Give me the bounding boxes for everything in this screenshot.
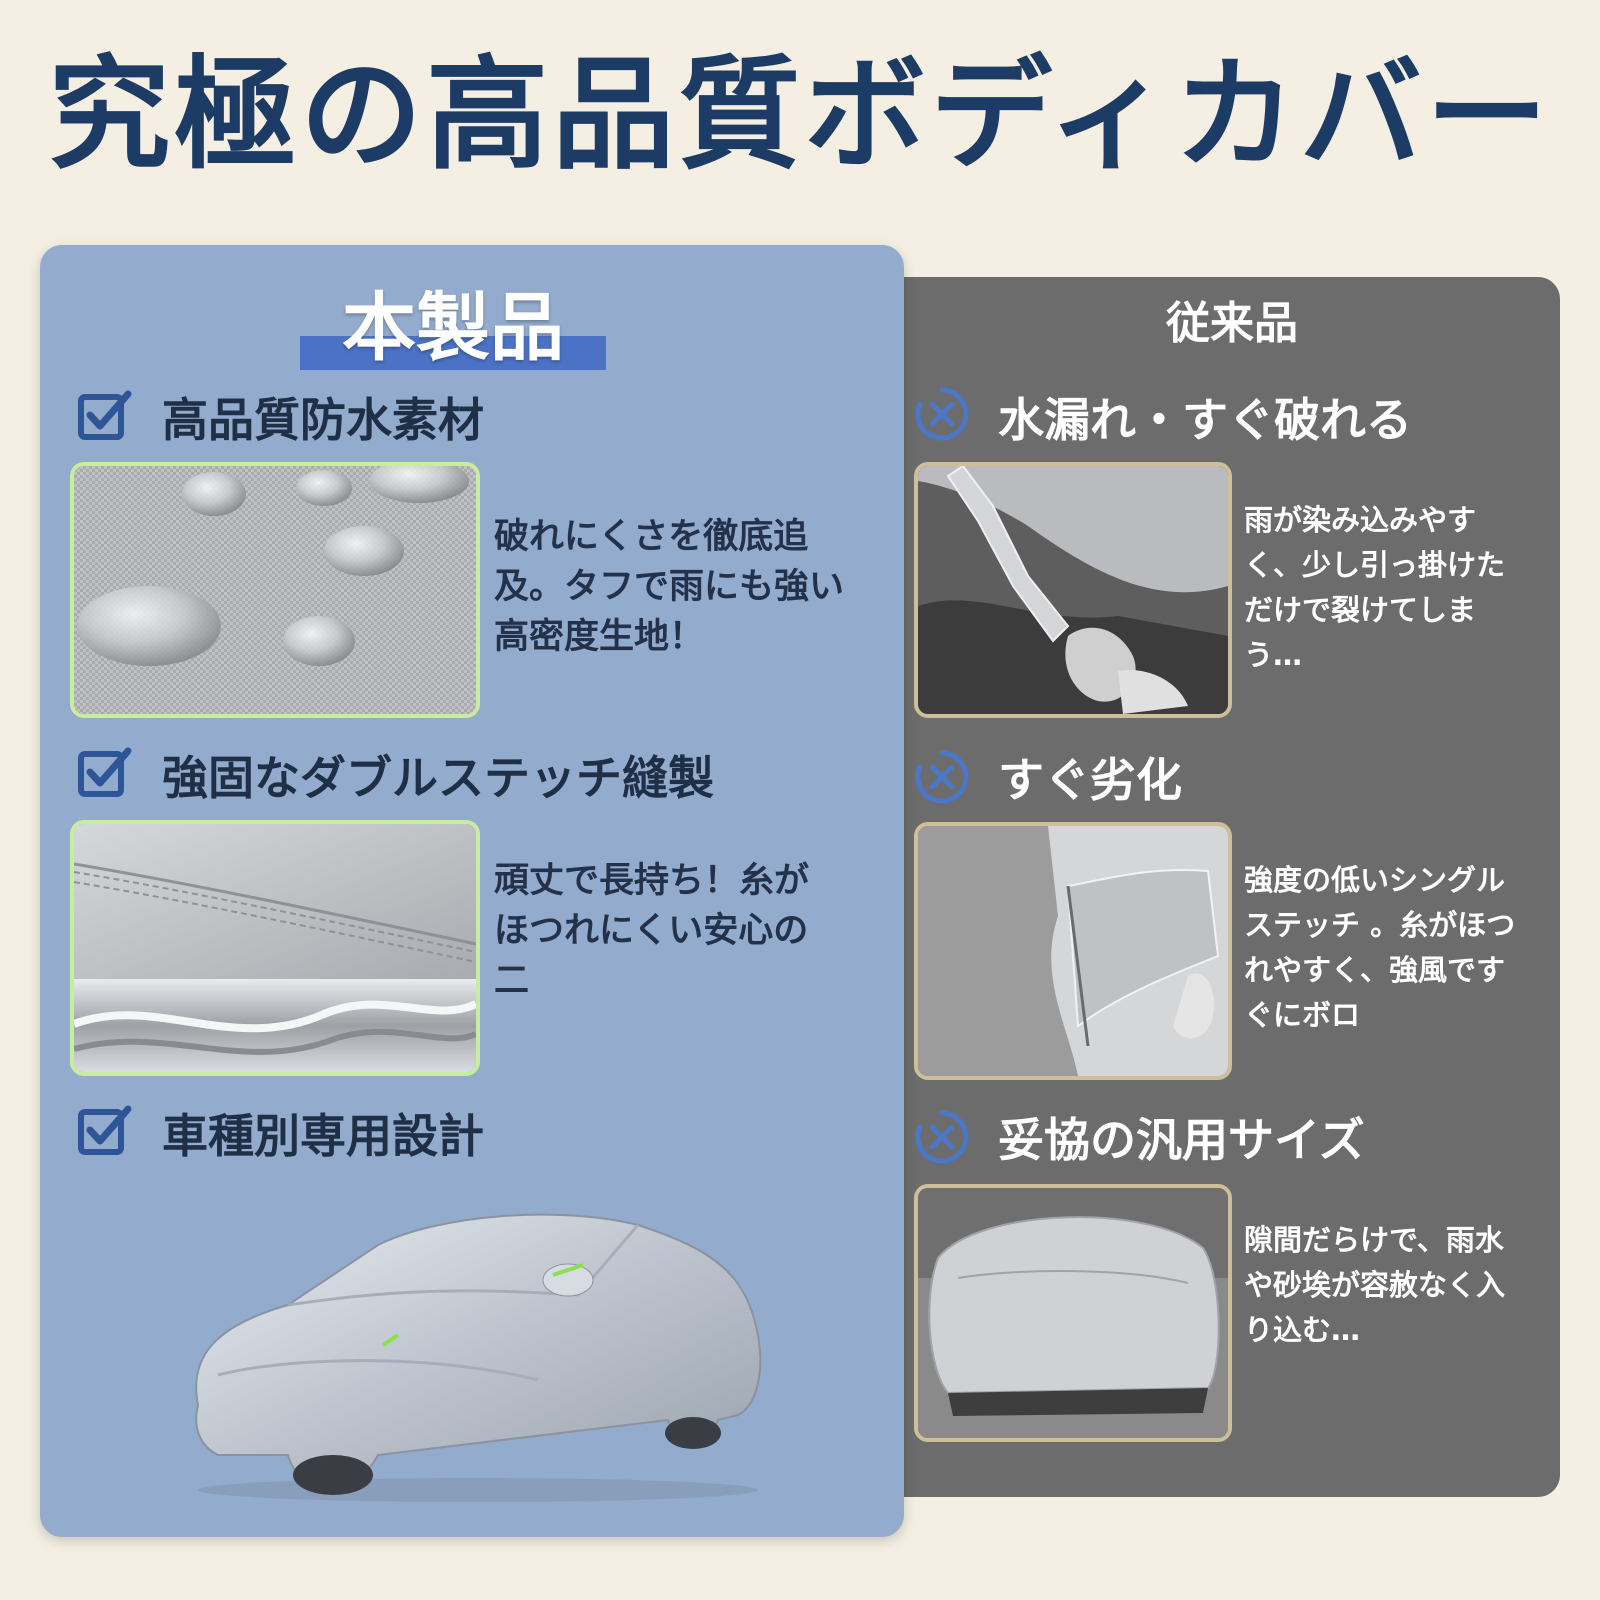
this-product-heading-text: 本製品 — [342, 285, 564, 371]
covered-car-image — [178, 1205, 773, 1505]
conventional-product-heading: 従来品 — [1166, 298, 1298, 349]
con-description-leaks-tears: 雨が染み込みやすく、少し引っ掛けただけで裂けてしまう… — [1244, 503, 1506, 672]
this-product-heading: 本製品 — [300, 288, 606, 370]
feature-description-waterproof: 破れにくさを徹底追及。タフで雨にも強い高密度生地！ — [494, 517, 845, 657]
heading-underline-bar — [300, 336, 606, 370]
con-label-deterioration: すぐ劣化 — [998, 753, 1182, 807]
checkbox-checked-icon — [78, 745, 132, 799]
feature-label-vehicle-specific: 車種別専用設計 — [162, 1109, 484, 1163]
checkbox-checked-icon — [78, 1103, 132, 1157]
con-label-universal-size: 妥協の汎用サイズ — [998, 1113, 1365, 1167]
loose-cover-photo — [914, 1184, 1232, 1442]
cross-circle-icon — [912, 1107, 972, 1167]
page-title: 究極の高品質ボディカバー — [48, 44, 1552, 186]
deteriorated-stitch-photo — [914, 822, 1232, 1080]
cross-circle-icon — [912, 384, 972, 444]
checkbox-checked-icon — [78, 388, 132, 442]
feature-label-double-stitch: 強固なダブルステッチ縫製 — [162, 751, 714, 805]
cross-circle-icon — [912, 747, 972, 807]
torn-cover-photo — [914, 462, 1232, 718]
con-description-universal-size: 隙間だらけで、雨水や砂埃が容赦なく入り込む… — [1244, 1223, 1506, 1347]
waterproof-fabric-photo — [70, 462, 480, 718]
feature-label-waterproof: 高品質防水素材 — [162, 393, 484, 447]
con-description-deterioration: 強度の低いシングルステッチ 。糸がほつれやすく、強風ですぐにボロ — [1244, 863, 1516, 1032]
con-label-leaks-tears: 水漏れ・すぐ破れる — [998, 393, 1412, 447]
double-stitch-photo — [70, 820, 480, 1076]
feature-description-double-stitch: 頑丈で長持ち！糸がほつれにくい安心の二 — [494, 861, 810, 1001]
